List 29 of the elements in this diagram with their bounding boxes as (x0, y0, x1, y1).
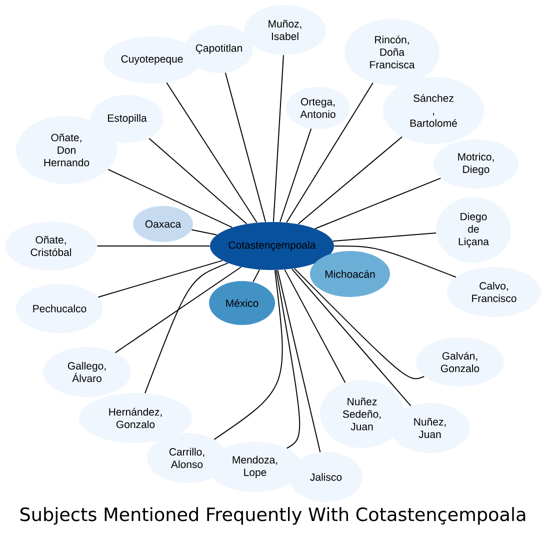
node-label: Nuñez, Juan (414, 418, 446, 438)
connector-line (224, 72, 266, 222)
connector-line (272, 54, 284, 222)
connector-line (114, 266, 242, 354)
node-label: Jalisco (310, 473, 342, 481)
connector-line (148, 138, 248, 224)
connector-line (144, 262, 228, 394)
node-label: Cuyotepeque (121, 55, 183, 65)
connector-line (166, 82, 258, 224)
title: Subjects Mentioned Frequently With Cotastençempoala (20, 507, 526, 525)
connector-line (334, 246, 456, 278)
node-label: Carrillo, Alonso (169, 448, 204, 468)
connector-line (286, 82, 374, 223)
node-label: Nuñez Sedeño, Juan (342, 398, 381, 430)
connector-line (280, 128, 312, 222)
connector-line (294, 268, 425, 380)
connector-line (191, 229, 218, 236)
connector-line (291, 268, 412, 406)
connector-line (214, 270, 283, 440)
connector-line (332, 232, 436, 242)
connector-line (108, 168, 233, 228)
connector-line (314, 178, 442, 230)
connector-line (277, 270, 321, 453)
connector-line (98, 260, 223, 298)
connector-line (298, 136, 403, 225)
connector-line (252, 269, 260, 283)
connector-line (284, 269, 346, 384)
connector-line (276, 270, 300, 449)
node-label: Mendoza, Lope (232, 456, 278, 478)
